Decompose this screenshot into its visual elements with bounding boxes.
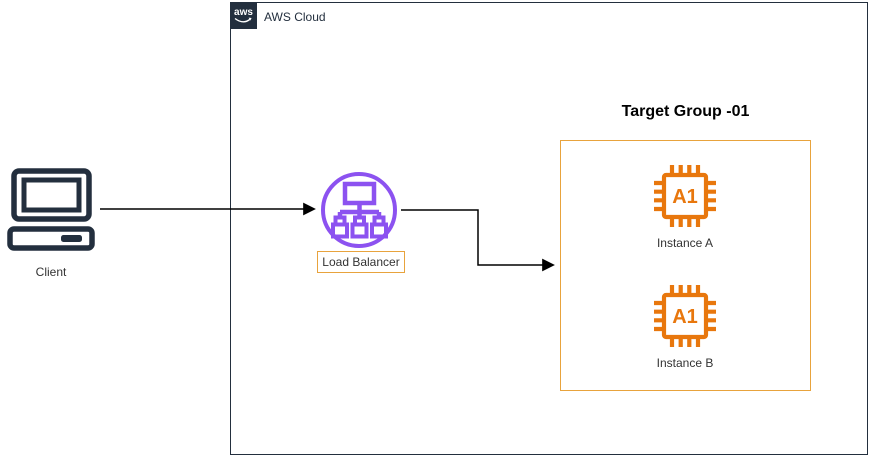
target-group-title: Target Group -01 bbox=[621, 103, 750, 120]
chip-pins-top bbox=[669, 165, 701, 175]
chip-pins-top bbox=[669, 285, 701, 295]
aws-logo-swoosh-tip bbox=[248, 17, 252, 21]
chip-pins-right bbox=[706, 300, 716, 332]
load-balancer-icon bbox=[321, 172, 397, 248]
aws-logo-text: aws bbox=[234, 7, 253, 18]
computer-base-slot bbox=[61, 235, 82, 242]
chip-pins-bottom bbox=[669, 217, 701, 227]
aws-logo: aws bbox=[230, 2, 257, 29]
monitor-screen bbox=[21, 177, 82, 213]
chip-pins-bottom bbox=[669, 337, 701, 347]
instance-a-chip-icon: A1 bbox=[654, 165, 716, 227]
client-label: Client bbox=[35, 265, 67, 279]
instance-b-chip-text: A1 bbox=[672, 306, 698, 328]
chip-pins-right bbox=[706, 180, 716, 212]
lb-leaf-3 bbox=[370, 222, 388, 239]
chip-pins-left bbox=[654, 300, 664, 332]
chip-body bbox=[661, 292, 709, 340]
computer-base bbox=[7, 226, 95, 251]
load-balancer-label: Load Balancer bbox=[317, 251, 405, 273]
lb-leaf-1 bbox=[331, 222, 349, 239]
instance-b-chip-icon: A1 bbox=[654, 285, 716, 347]
lb-branches bbox=[337, 203, 382, 218]
aws-cloud-label: AWS Cloud bbox=[264, 10, 326, 24]
instance-a-label: Instance A bbox=[656, 236, 714, 250]
instance-a-chip-text: A1 bbox=[672, 186, 698, 208]
lb-leaf-2 bbox=[350, 222, 369, 239]
aws-logo-icon: aws bbox=[234, 7, 253, 23]
instance-b-label: Instance B bbox=[656, 356, 714, 370]
aws-logo-swoosh bbox=[234, 17, 251, 23]
client-computer-icon bbox=[7, 168, 95, 251]
chip-body bbox=[661, 172, 709, 220]
chip-pins-left bbox=[654, 180, 664, 212]
